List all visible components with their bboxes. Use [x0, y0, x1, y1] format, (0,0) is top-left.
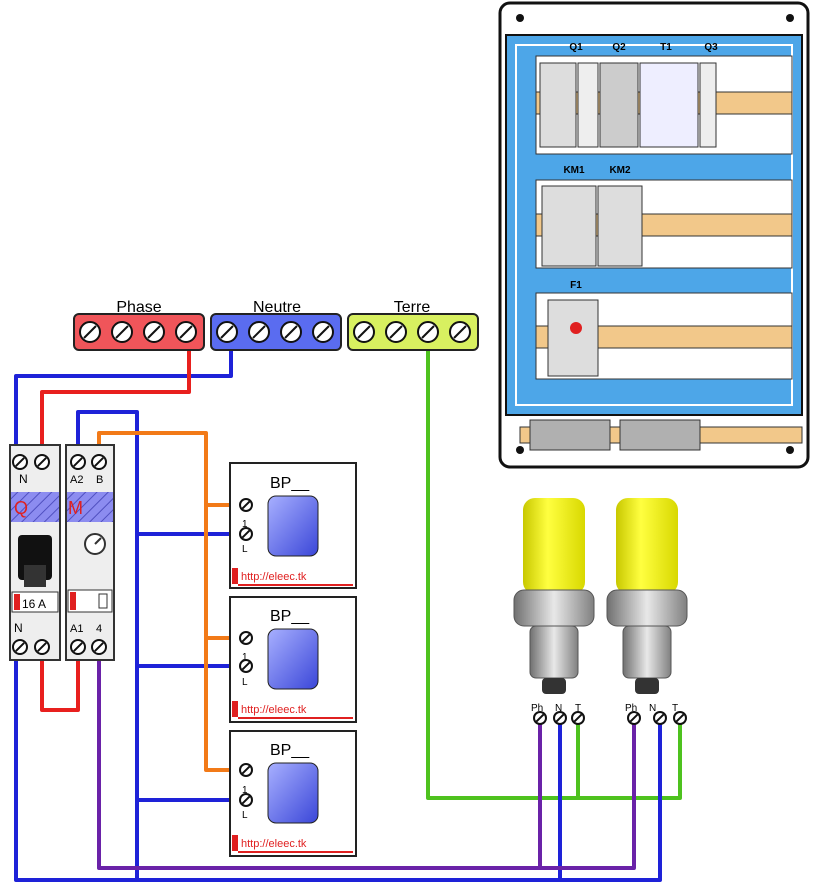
- screw-slot: [241, 765, 251, 775]
- screw-slot: [241, 795, 251, 805]
- relay-4-label: 4: [96, 623, 102, 635]
- circuit-breaker: N Q 16 A N: [9, 444, 61, 661]
- lamp-2: Ph N T: [606, 498, 688, 714]
- command-wire: [97, 431, 246, 772]
- lamp-ph-label: Ph: [625, 703, 637, 714]
- breaker-bottom-label: N: [14, 621, 23, 635]
- screw-slot: [15, 642, 25, 652]
- screw-slot: [73, 642, 83, 652]
- breaker-mark: Q: [14, 498, 28, 518]
- earth-wire: [426, 333, 682, 800]
- screw-slot: [555, 713, 565, 723]
- pushbutton-2: BP__ 1 L http://eleec.tk: [229, 596, 357, 723]
- screw-slot: [389, 325, 403, 339]
- screw-slot: [241, 633, 251, 643]
- screw-slot: [37, 457, 47, 467]
- screw-slot: [73, 457, 83, 467]
- screw-slot: [83, 325, 97, 339]
- electrical-cabinet: Q1 Q2 T1 Q3 KM1 KM2 F1: [498, 1, 810, 469]
- bp-pin-L: L: [242, 544, 248, 555]
- bp-button-icon: [267, 628, 319, 690]
- cabinet-label-q3: Q3: [704, 42, 718, 53]
- cabinet-label-q1: Q1: [569, 42, 583, 53]
- screw-slot: [15, 457, 25, 467]
- cabinet-label-km1: KM1: [563, 165, 585, 176]
- lamp-n-label: N: [555, 703, 562, 714]
- lamp-1: Ph N T: [513, 498, 595, 714]
- screw-slot: [241, 661, 251, 671]
- screw-slot: [94, 457, 104, 467]
- screw-slot: [655, 713, 665, 723]
- phase-wire: [40, 333, 191, 460]
- neutre-terminal-block: [210, 313, 342, 351]
- bp-url: http://eleec.tk: [241, 704, 307, 716]
- bp-title: BP__: [270, 475, 310, 492]
- bp-title: BP__: [270, 608, 310, 625]
- bulb-icon: [616, 498, 678, 594]
- bulb-icon: [523, 498, 585, 594]
- impulse-relay: A2 B M A1 4: [65, 444, 115, 661]
- screw-slot: [94, 642, 104, 652]
- lamp-n-label: N: [649, 703, 656, 714]
- screw-slot: [573, 713, 583, 723]
- screw-slot: [220, 325, 234, 339]
- breaker-rating: 16 A: [22, 597, 46, 611]
- screw-slot: [357, 325, 371, 339]
- pushbutton-3: BP__ 1 L http://eleec.tk: [229, 730, 357, 857]
- bp-button-icon: [267, 762, 319, 824]
- pushbutton-1: BP__ 1 L http://eleec.tk: [229, 462, 357, 589]
- screw-slot: [453, 325, 467, 339]
- cabinet-label-q2: Q2: [612, 42, 626, 53]
- relay-a1-label: A1: [70, 623, 83, 635]
- bp-pin-1: 1: [242, 652, 248, 663]
- bp-pin-1: 1: [242, 785, 248, 796]
- terre-terminal-block: [347, 313, 479, 351]
- phase-label: Phase: [116, 299, 161, 316]
- bp-pin-L: L: [242, 677, 248, 688]
- screw-slot: [421, 325, 435, 339]
- terminal-blocks: Phase Neutre Terre: [73, 299, 479, 351]
- screw-slot: [675, 713, 685, 723]
- lamp-t-label: T: [575, 703, 581, 714]
- screw-slot: [179, 325, 193, 339]
- screw-slot: [284, 325, 298, 339]
- screw-slot: [241, 500, 251, 510]
- screw-slot: [241, 529, 251, 539]
- terre-label: Terre: [394, 299, 431, 316]
- switched-wire: [97, 640, 636, 870]
- relay-b-label: B: [96, 474, 103, 486]
- lamp-ph-label: Ph: [531, 703, 543, 714]
- lamp-t-label: T: [672, 703, 678, 714]
- screw-slot: [147, 325, 161, 339]
- screw-slot: [252, 325, 266, 339]
- bp-title: BP__: [270, 742, 310, 759]
- bp-url: http://eleec.tk: [241, 571, 307, 583]
- bp-url: http://eleec.tk: [241, 838, 307, 850]
- screw-slot: [629, 713, 639, 723]
- relay-a2-label: A2: [70, 474, 83, 486]
- cabinet-label-km2: KM2: [609, 165, 631, 176]
- neutre-label: Neutre: [253, 299, 301, 316]
- screw-slot: [115, 325, 129, 339]
- relay-mark: M: [68, 498, 83, 518]
- screw-slot: [535, 713, 545, 723]
- bp-pin-L: L: [242, 810, 248, 821]
- bp-button-icon: [267, 495, 319, 557]
- cabinet-label-f1: F1: [570, 280, 582, 291]
- cabinet-label-t1: T1: [660, 42, 672, 53]
- phase-terminal-block: [73, 313, 205, 351]
- breaker-top-label: N: [19, 472, 28, 486]
- screw-slot: [37, 642, 47, 652]
- screw-slot: [316, 325, 330, 339]
- phase-wire-link: [40, 640, 80, 712]
- neutral-wire-relay: [76, 410, 139, 880]
- bp-pin-1: 1: [242, 519, 248, 530]
